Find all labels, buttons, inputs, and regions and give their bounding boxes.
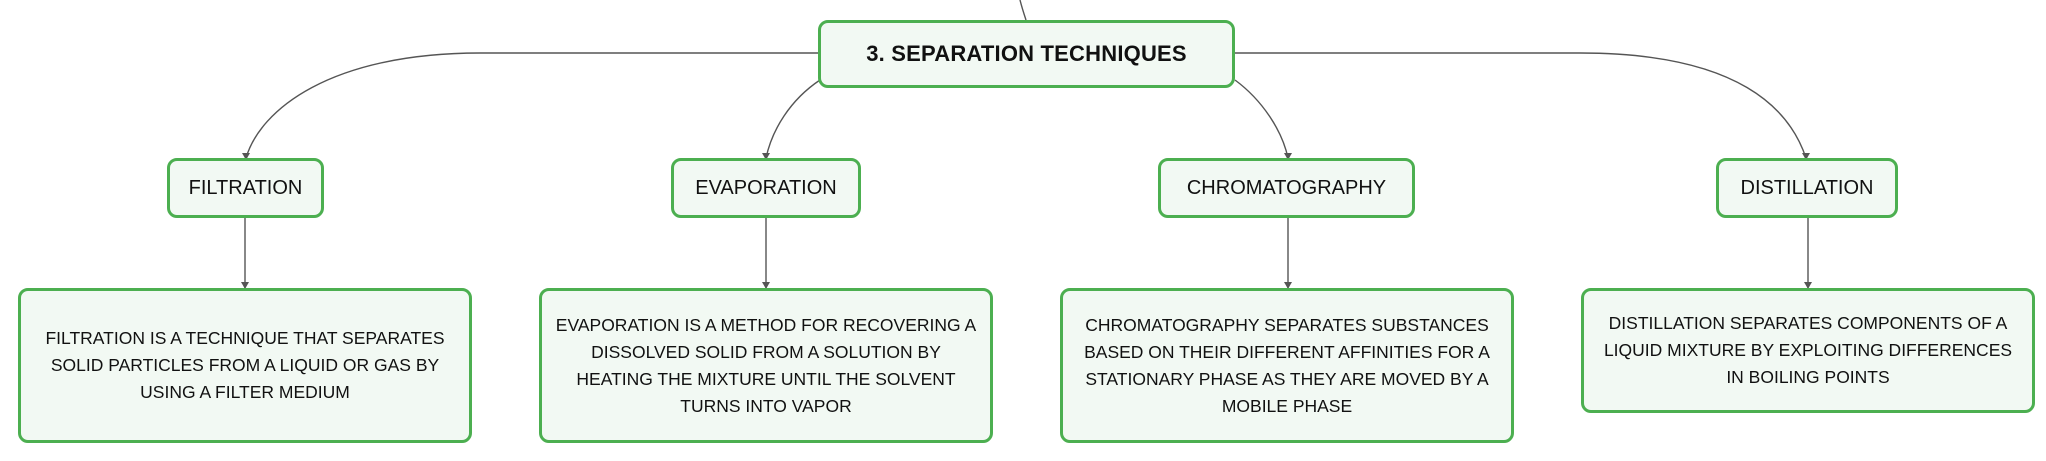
arrowhead-chromatography: [1284, 153, 1292, 160]
connector-root-to-distillation: [1235, 52, 1807, 159]
description-text-distillation: DISTILLATION SEPARATES COMPONENTS OF A L…: [1603, 313, 2013, 387]
description-text-evaporation: EVAPORATION IS A METHOD FOR RECOVERING A…: [555, 314, 977, 416]
description-text-chromatography: CHROMATOGRAPHY SEPARATES SUBSTANCES BASE…: [1084, 314, 1490, 416]
root-node[interactable]: 3. SEPARATION TECHNIQUES: [818, 20, 1235, 88]
description-text-filtration: FILTRATION IS A TECHNIQUE THAT SEPARATES…: [45, 328, 445, 402]
topic-node-chromatography[interactable]: CHROMATOGRAPHY: [1158, 158, 1415, 218]
topic-node-distillation[interactable]: DISTILLATION: [1716, 158, 1898, 218]
description-node-evaporation[interactable]: EVAPORATION IS A METHOD FOR RECOVERING A…: [539, 288, 993, 443]
connector-root-to-evaporation: [765, 79, 821, 159]
description-node-distillation[interactable]: DISTILLATION SEPARATES COMPONENTS OF A L…: [1581, 288, 2035, 413]
arrowhead-distillation: [1802, 153, 1810, 160]
arrowhead-distillation-desc: [1804, 282, 1812, 289]
arrowhead-filtration: [242, 153, 250, 160]
arrowhead-filtration-desc: [241, 282, 249, 289]
root-label: 3. SEPARATION TECHNIQUES: [866, 41, 1187, 66]
arrowhead-chromatography-desc: [1284, 282, 1292, 289]
arrowhead-evaporation-desc: [762, 282, 770, 289]
topic-label-filtration: FILTRATION: [188, 176, 303, 199]
connector-root-to-filtration: [245, 52, 820, 159]
description-node-chromatography[interactable]: CHROMATOGRAPHY SEPARATES SUBSTANCES BASE…: [1060, 288, 1514, 443]
topic-label-distillation: DISTILLATION: [1740, 176, 1874, 199]
topic-node-evaporation[interactable]: EVAPORATION: [671, 158, 861, 218]
connector-root-to-chromatography: [1234, 79, 1289, 159]
arrowhead-evaporation: [762, 153, 770, 160]
description-node-filtration[interactable]: FILTRATION IS A TECHNIQUE THAT SEPARATES…: [18, 288, 472, 443]
topic-label-chromatography: CHROMATOGRAPHY: [1186, 176, 1387, 199]
connector-parent-to-root: [1019, 0, 1027, 21]
topic-label-evaporation: EVAPORATION: [695, 176, 837, 199]
topic-node-filtration[interactable]: FILTRATION: [167, 158, 324, 218]
